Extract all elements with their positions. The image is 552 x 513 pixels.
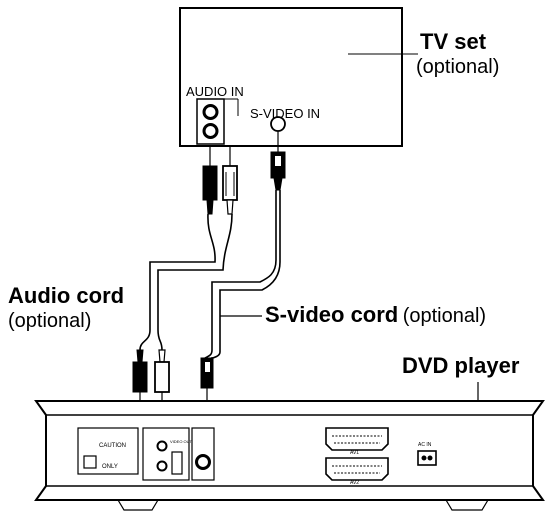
digital-audio-panel — [77, 427, 139, 475]
audio-cord-optional-label: (optional) — [8, 310, 92, 332]
tv-svideo-in-label: S-VIDEO IN — [250, 106, 321, 121]
tv-audio-in-jack — [196, 98, 225, 145]
audio-plug-bottom-red — [132, 361, 148, 393]
svideo-out-panel — [191, 427, 215, 481]
audio-plug-top-red — [202, 165, 218, 201]
svideo-cord-optional-label: (optional) — [402, 305, 487, 327]
ac-in-label: AC IN — [418, 442, 432, 448]
av1-label: AV1 — [350, 450, 360, 456]
av2-label: AV2 — [350, 480, 360, 486]
audio-cord — [132, 146, 238, 426]
audio-plug-top-white — [222, 165, 238, 201]
ac-in-port — [417, 450, 437, 466]
panel-caution-text: CAUTION — [99, 443, 126, 449]
svideo-cord-label: S-video cord — [265, 302, 399, 327]
panel-only-text: ONLY — [102, 464, 118, 470]
tv-body — [179, 7, 403, 147]
audio-video-out-panel — [142, 427, 190, 481]
scart-av1 — [325, 427, 389, 451]
dvd-audio-out-r — [156, 460, 168, 472]
dvd-player — [34, 400, 545, 511]
video-out-label: VIDEO OUT — [170, 439, 193, 444]
dvd-audio-out-l — [156, 440, 168, 452]
dvd-player-label: DVD player — [402, 353, 520, 378]
dvd-player-body — [34, 400, 545, 501]
audio-plug-bottom-white — [154, 361, 170, 393]
tv-set — [179, 7, 403, 147]
audio-cord-label: Audio cord — [8, 283, 125, 308]
svideo-cord — [200, 131, 286, 426]
tv-set-optional-label: (optional) — [416, 56, 500, 78]
dvd-video-out-port — [171, 451, 183, 475]
scart-av2 — [325, 457, 389, 481]
dvd-svideo-out — [195, 454, 211, 470]
tv-set-label: TV set — [420, 29, 487, 54]
tv-audio-in-label: AUDIO IN — [186, 84, 244, 99]
svideo-cord-label-group: S-video cord (optional) — [265, 302, 487, 327]
